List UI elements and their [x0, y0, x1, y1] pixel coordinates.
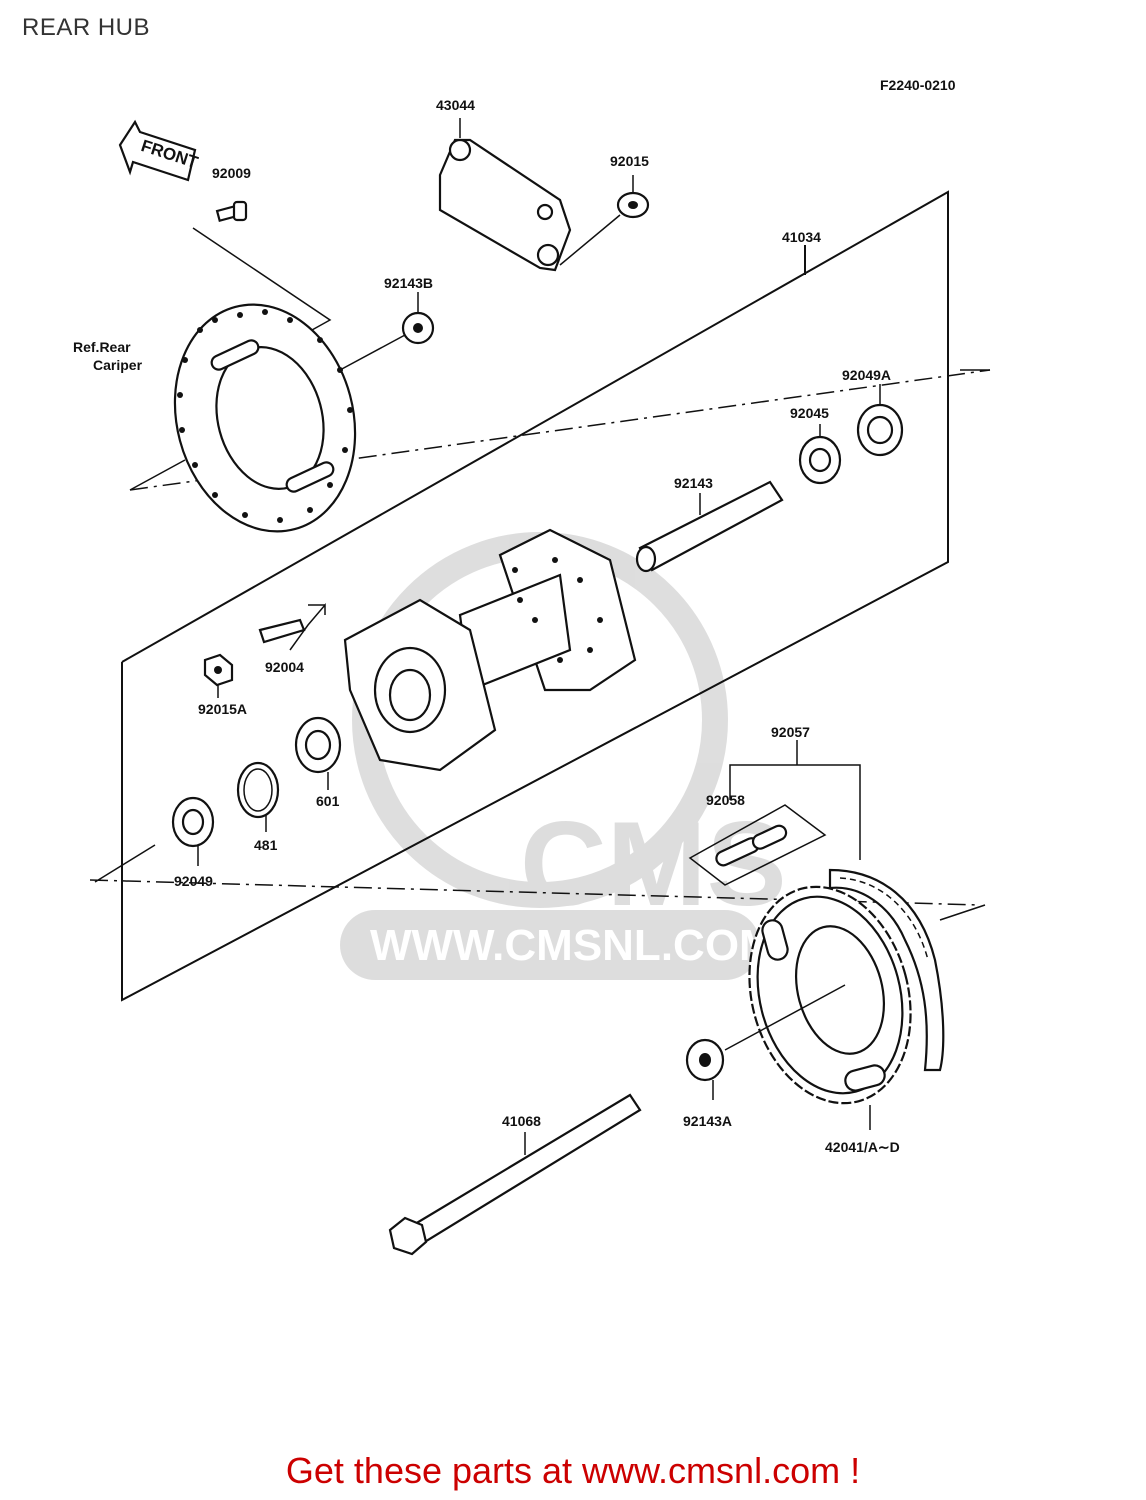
collar-92015: [559, 175, 650, 266]
label-41034: 41034: [782, 229, 821, 245]
label-43044: 43044: [436, 97, 475, 113]
label-92049a: 92049A: [842, 367, 891, 383]
caliper-bracket-43044: [438, 118, 572, 272]
bearing-601: [294, 716, 342, 790]
label-42041: 42041/A∼D: [825, 1139, 900, 1155]
assembly-outline: [121, 190, 949, 1002]
footer-link-text[interactable]: Get these parts at www.cmsnl.com !: [285, 1450, 861, 1491]
label-92143a: 92143A: [683, 1113, 732, 1129]
bearing-92045: [798, 424, 842, 485]
label-92058: 92058: [706, 792, 745, 808]
front-arrow-icon: FRONT: [118, 119, 201, 182]
label-481: 481: [254, 837, 278, 853]
label-92143b: 92143B: [384, 275, 433, 291]
axle-41068: [388, 1093, 642, 1256]
brake-disc: [173, 303, 357, 533]
collar-92143a: [685, 984, 846, 1100]
nut-92015a: [203, 653, 234, 698]
label-41068: 41068: [502, 1113, 541, 1129]
label-92143: 92143: [674, 475, 713, 491]
label-92015a: 92015A: [198, 701, 247, 717]
rear-sprocket: [748, 885, 912, 1130]
label-92045: 92045: [790, 405, 829, 421]
label-92057: 92057: [771, 724, 810, 740]
bearing-92049a: [856, 384, 904, 457]
watermark-site: WWW.CMSNL.COM: [370, 921, 776, 970]
exploded-parts-diagram: CMS WWW.CMSNL.COM F2240-0210 FRONT: [73, 77, 991, 1256]
label-92049: 92049: [174, 873, 213, 889]
stud-92004: [258, 602, 326, 651]
part-labels: 43044 92009 92015 41034 92143B Ref.Rear …: [73, 97, 900, 1155]
oil-seal-92049: [171, 796, 215, 866]
watermark-brand: CMS: [520, 797, 787, 931]
label-92004: 92004: [265, 659, 304, 675]
diagram-code: F2240-0210: [880, 77, 956, 93]
label-92009: 92009: [212, 165, 251, 181]
label-ref-rear: Ref.Rear: [73, 339, 131, 355]
collar-92143b: [339, 292, 435, 371]
circlip-481: [236, 761, 280, 832]
master-link-92058: [688, 804, 827, 886]
label-92015: 92015: [610, 153, 649, 169]
chain-92057-leader: [729, 740, 861, 860]
page-title: REAR HUB: [22, 14, 151, 41]
label-601: 601: [316, 793, 340, 809]
drive-chain: [828, 868, 945, 1072]
label-caliper: Cariper: [93, 357, 143, 373]
wheel-hub: [343, 528, 637, 772]
spacer-92143: [635, 480, 784, 573]
